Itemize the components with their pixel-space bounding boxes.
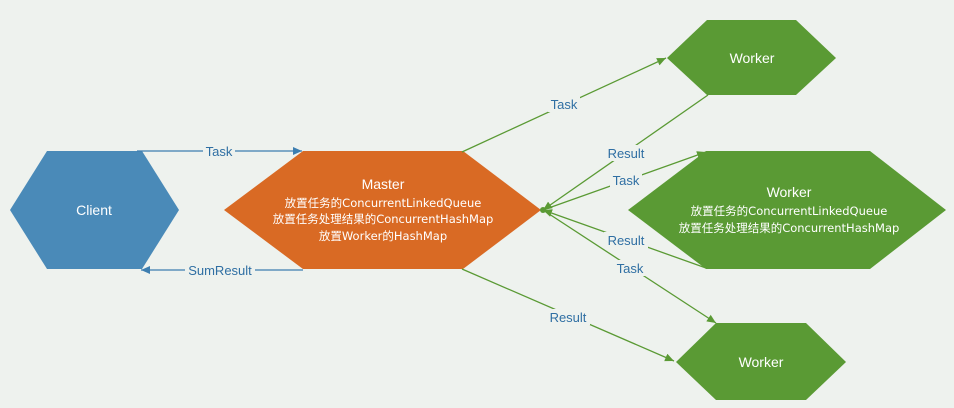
edge-worker-bottom-task: Task — [542, 209, 717, 324]
edge-label-client-task: Task — [206, 144, 233, 159]
worker-top-node: Worker — [667, 20, 836, 95]
edge-master-to-worker-top: Task — [461, 57, 667, 153]
worker-middle-node: Worker 放置任务的ConcurrentLinkedQueue 放置任务处理… — [628, 151, 946, 269]
worker-top-title: Worker — [730, 50, 775, 66]
edge-label-result-bottom: Result — [550, 310, 587, 325]
client-title: Client — [76, 202, 112, 218]
edge-label-result-top: Result — [608, 146, 645, 161]
worker-bottom-node: Worker — [676, 323, 846, 400]
edge-master-to-client: SumResult — [141, 262, 303, 278]
convergence-point — [540, 207, 546, 213]
master-line-2: 放置任务处理结果的ConcurrentHashMap — [273, 212, 494, 226]
master-line-3: 放置Worker的HashMap — [319, 229, 447, 243]
edge-master-to-worker-bottom: Result — [461, 268, 675, 362]
edge-worker-top-to-master: Result — [542, 94, 709, 211]
edge-client-to-master: Task — [137, 143, 302, 159]
edge-label-task-top: Task — [551, 97, 578, 112]
master-line-1: 放置任务的ConcurrentLinkedQueue — [285, 196, 482, 210]
worker-bottom-title: Worker — [739, 354, 784, 370]
client-node: Client — [10, 151, 179, 269]
edge-worker-middle-result: Result — [542, 209, 707, 269]
master-title: Master — [362, 176, 405, 192]
worker-middle-title: Worker — [767, 184, 812, 200]
edge-label-sumresult: SumResult — [188, 263, 252, 278]
edge-label-task-middle: Task — [613, 173, 640, 188]
edge-worker-middle-task: Task — [542, 151, 707, 211]
worker-middle-line-2: 放置任务处理结果的ConcurrentHashMap — [679, 221, 900, 235]
edge-label-result-middle: Result — [608, 233, 645, 248]
worker-middle-line-1: 放置任务的ConcurrentLinkedQueue — [691, 204, 888, 218]
master-node: Master 放置任务的ConcurrentLinkedQueue 放置任务处理… — [224, 151, 541, 269]
edge-label-task-bottom: Task — [617, 261, 644, 276]
